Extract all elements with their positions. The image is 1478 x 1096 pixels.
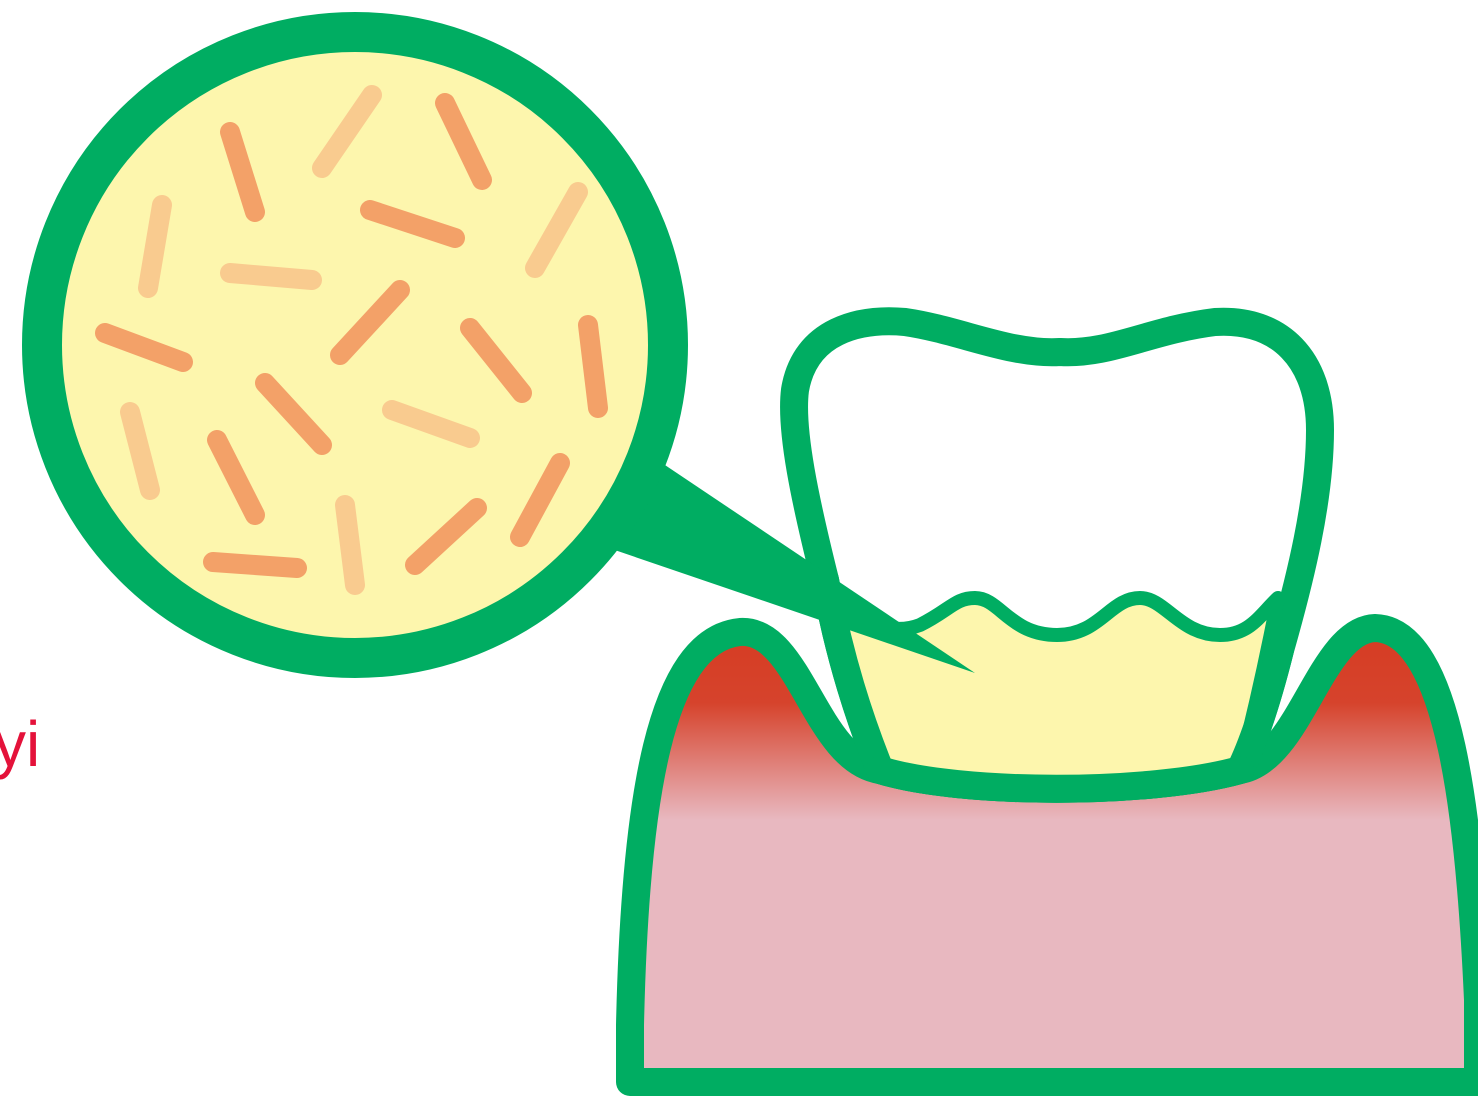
bacteria-icon — [230, 273, 312, 280]
bacteria-icon — [148, 205, 162, 288]
bacteria-icon — [588, 325, 598, 408]
bacteria-icon — [345, 505, 355, 585]
side-label: yi — [0, 712, 40, 776]
bacteria-icon — [213, 562, 297, 568]
